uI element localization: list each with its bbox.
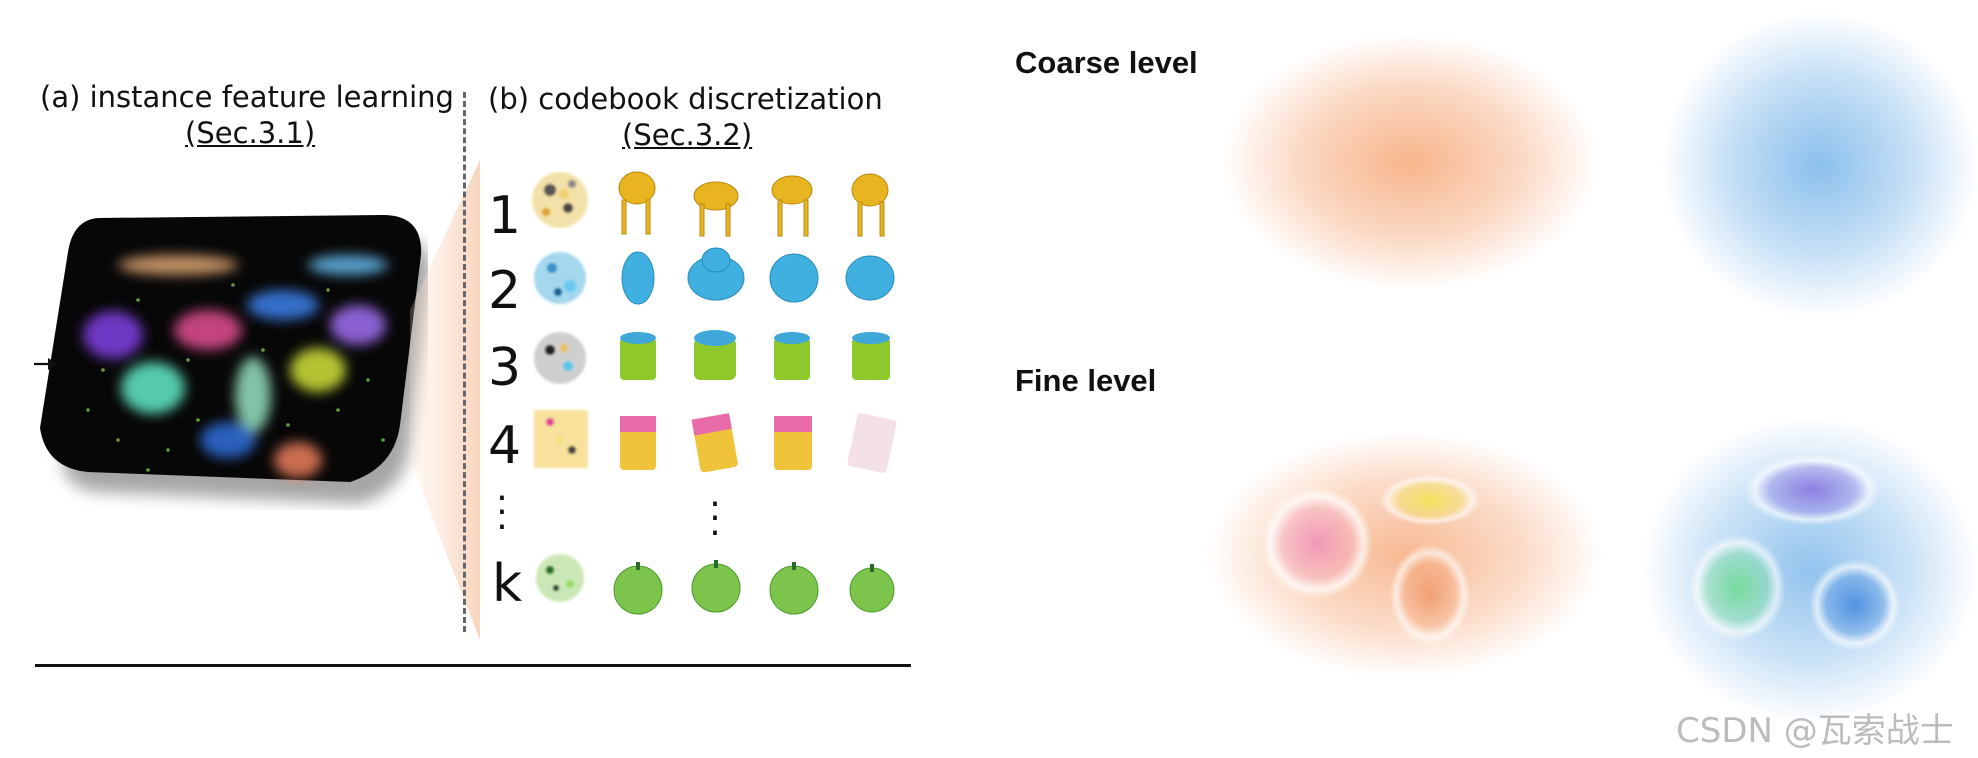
fine-inner-orange-gaussian: [1390, 545, 1470, 645]
panel-a-title: (a) instance feature learning: [40, 80, 454, 114]
row-label-2: 2: [488, 261, 522, 321]
row-label-1: 1: [488, 186, 522, 246]
codebook-row-2: [534, 247, 895, 305]
panel-b-ref: (Sec.3.2): [622, 118, 753, 152]
panel-b-title: (b) codebook discretization: [488, 82, 883, 116]
panel-a-ref: (Sec.3.1): [185, 116, 316, 150]
vertical-ellipsis-mid: ···: [709, 484, 721, 554]
arrow-right-icon: [34, 358, 58, 370]
codebook-row-1: [532, 171, 889, 237]
fine-purple-gaussian: [1745, 455, 1880, 525]
coarse-orange-gaussian: [1220, 32, 1600, 292]
fine-green-gaussian: [1690, 535, 1785, 640]
watermark: CSDN @瓦索战士: [1676, 711, 1954, 751]
codebook-row-3: [534, 330, 890, 384]
row-label-k: k: [492, 554, 523, 614]
coarse-level-label: Coarse level: [1015, 45, 1198, 80]
bottom-rule: [35, 664, 911, 667]
coarse-blue-gaussian: [1660, 10, 1978, 320]
fine-level-label: Fine level: [1015, 363, 1157, 398]
scene-card: [40, 215, 422, 482]
row-label-3: 3: [488, 338, 522, 398]
section-divider: [463, 92, 466, 632]
fine-pink-gaussian: [1262, 488, 1372, 598]
fine-deep-blue-gaussian: [1810, 560, 1900, 650]
codebook-row-k: [536, 554, 895, 615]
vertical-ellipsis-left: ···: [496, 478, 508, 548]
zoom-wedge: [410, 160, 480, 640]
point-cloud-scene: [40, 215, 428, 504]
codebook-row-4: [534, 410, 897, 473]
row-label-4: 4: [488, 416, 522, 476]
fine-yellow-gaussian: [1380, 475, 1480, 525]
codebook-grid: [532, 171, 897, 615]
